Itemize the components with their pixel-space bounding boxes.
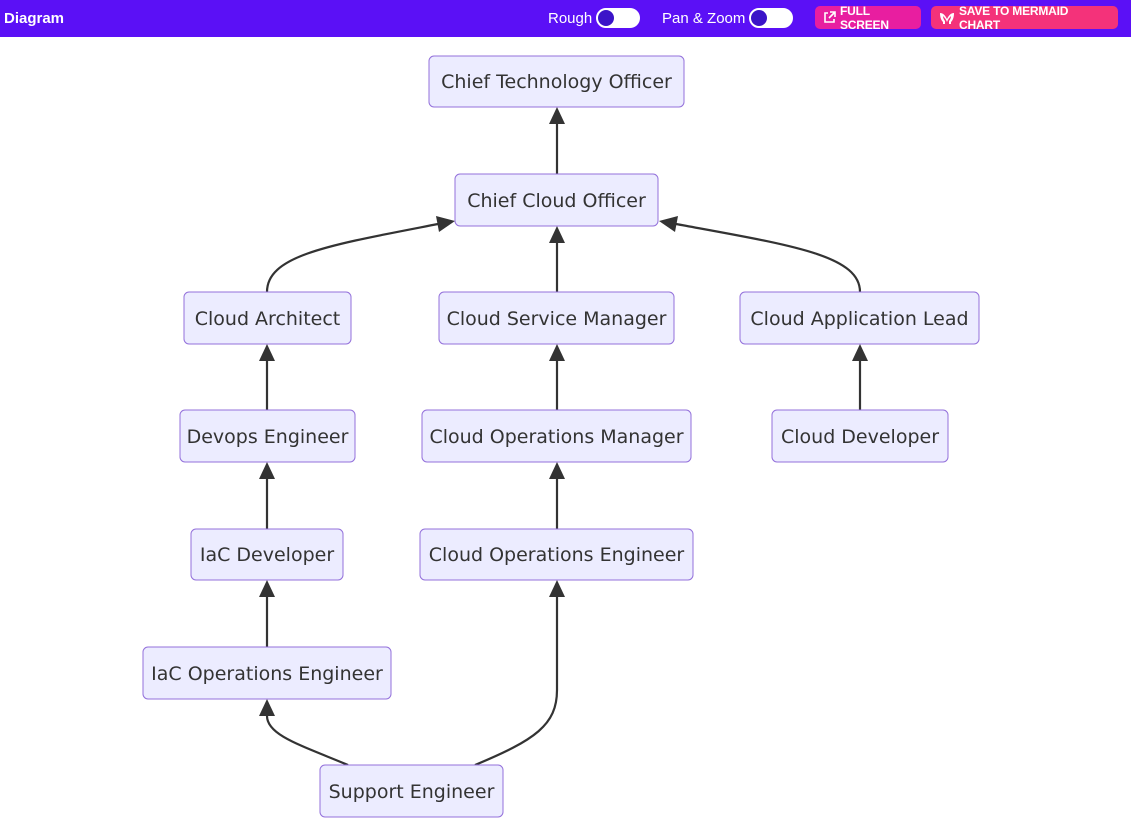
pan-zoom-toggle[interactable] — [749, 8, 794, 28]
edges — [259, 107, 868, 767]
edge-se-to-iacoe — [265, 715, 349, 767]
node-cloud-architect[interactable]: Cloud Architect — [183, 291, 352, 345]
diagram-title: Diagram — [4, 10, 65, 27]
org-chart-diagram[interactable]: Chief Technology Officer Chief Cloud Off… — [0, 37, 1131, 826]
rough-toggle-knob — [598, 10, 615, 26]
node-box — [419, 528, 694, 581]
edge-ca-to-cco — [265, 222, 439, 293]
pan-zoom-label: Pan & Zoom — [662, 9, 746, 27]
node-label: Cloud Application Lead — [750, 308, 968, 330]
arrowhead — [259, 462, 275, 479]
node-label: Cloud Service Manager — [447, 308, 667, 330]
nodes: Chief Technology Officer Chief Cloud Off… — [142, 55, 980, 818]
node-support-engineer[interactable]: Support Engineer — [319, 764, 504, 818]
rough-toggle-group: Rough — [548, 6, 641, 30]
arrowhead — [259, 580, 275, 597]
node-box — [421, 409, 692, 463]
arrowhead — [259, 699, 275, 716]
rough-label: Rough — [548, 9, 593, 27]
node-box — [183, 291, 352, 345]
node-box — [771, 409, 949, 463]
node-box — [739, 291, 980, 345]
save-to-mermaid-chart-button[interactable]: SAVE TO MERMAID CHART — [931, 3, 1118, 32]
external-link-icon — [823, 11, 836, 24]
node-cloud-operations-engineer[interactable]: Cloud Operations Engineer — [419, 528, 694, 581]
node-label: Cloud Operations Manager — [429, 426, 683, 448]
arrowhead — [659, 216, 678, 232]
arrowhead — [549, 344, 565, 361]
node-label: IaC Developer — [200, 544, 334, 566]
edge-cal-to-cco — [675, 222, 862, 293]
pan-zoom-toggle-knob — [751, 10, 768, 26]
node-label: Cloud Developer — [781, 426, 939, 448]
node-label: Cloud Operations Engineer — [429, 544, 685, 566]
node-box — [319, 764, 504, 818]
edge-se-to-coe — [474, 597, 559, 767]
node-devops-engineer[interactable]: Devops Engineer — [179, 409, 356, 463]
full-screen-label: FULL SCREEN — [840, 3, 889, 32]
node-box — [190, 528, 344, 581]
node-label: Devops Engineer — [187, 426, 349, 448]
node-cloud-application-lead[interactable]: Cloud Application Lead — [739, 291, 980, 345]
save-to-mermaid-chart-label: SAVE TO MERMAID CHART — [959, 3, 1069, 32]
arrowhead — [549, 107, 565, 124]
node-iac-operations-engineer[interactable]: IaC Operations Engineer — [142, 646, 392, 700]
arrowhead — [549, 226, 565, 243]
node-label: Support Engineer — [329, 781, 495, 803]
node-box — [454, 173, 659, 227]
node-cloud-operations-manager[interactable]: Cloud Operations Manager — [421, 409, 692, 463]
arrowhead — [436, 216, 455, 232]
node-chief-technology-officer[interactable]: Chief Technology Officer — [428, 55, 685, 108]
node-label: Chief Technology Officer — [441, 71, 672, 93]
node-cloud-developer[interactable]: Cloud Developer — [771, 409, 949, 463]
node-box — [142, 646, 392, 700]
node-box — [428, 55, 685, 108]
top-bar: Diagram Rough Pan & Zoom FULL SCREEN SAV… — [0, 0, 1131, 37]
rough-toggle[interactable] — [596, 8, 641, 28]
arrowhead — [549, 580, 565, 597]
arrowhead — [259, 344, 275, 361]
pan-zoom-toggle-group: Pan & Zoom — [662, 6, 794, 30]
node-cloud-service-manager[interactable]: Cloud Service Manager — [438, 291, 675, 345]
arrowhead — [852, 344, 868, 361]
node-box — [179, 409, 356, 463]
arrowhead — [549, 462, 565, 479]
node-label: Cloud Architect — [195, 308, 341, 330]
node-box — [438, 291, 675, 345]
node-chief-cloud-officer[interactable]: Chief Cloud Officer — [454, 173, 659, 227]
mermaid-logo-icon — [939, 11, 955, 25]
node-label: IaC Operations Engineer — [151, 663, 383, 685]
full-screen-button[interactable]: FULL SCREEN — [815, 3, 921, 32]
node-iac-developer[interactable]: IaC Developer — [190, 528, 344, 581]
node-label: Chief Cloud Officer — [467, 190, 646, 212]
